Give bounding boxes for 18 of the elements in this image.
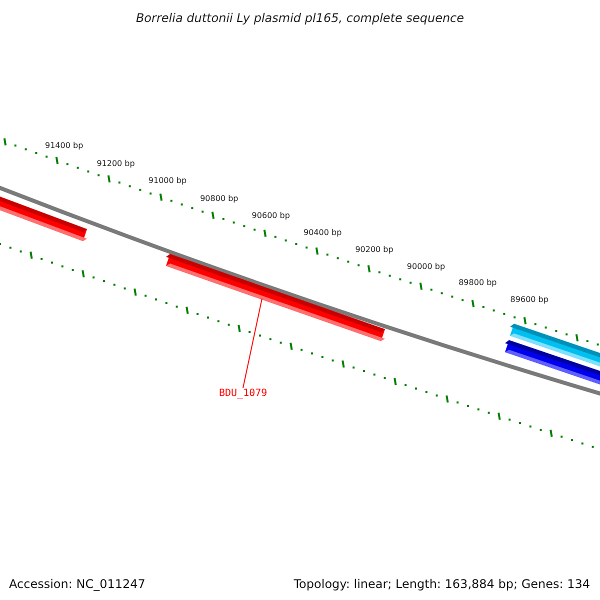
accession-text: Accession: NC_011247: [9, 576, 146, 593]
summary-text: Topology: linear; Length: 163,884 bp; Genes: 134: [294, 576, 590, 593]
gene-bar: [0, 194, 87, 242]
tick-label: 89800 bp: [458, 277, 497, 290]
tick-label: 90000 bp: [406, 260, 446, 272]
tick-label: 91400 bp: [45, 140, 84, 152]
tick-label: 89600 bp: [510, 294, 548, 306]
tick-label: 90600 bp: [252, 210, 290, 222]
gene-label: BDU_1079: [219, 386, 268, 401]
tick-label: 90800 bp: [200, 192, 238, 205]
gene-bar: [505, 340, 600, 386]
gene-bar: [166, 254, 385, 342]
tick-label: 91000 bp: [148, 175, 187, 188]
leader-line: [242, 298, 262, 388]
tick-label: 91200 bp: [96, 158, 135, 170]
tick-label: 90200 bp: [355, 244, 394, 256]
title: Borrelia duttonii Ly plasmid pl165, complete sequence: [134, 10, 466, 27]
tick-label: 90400 bp: [304, 227, 342, 240]
